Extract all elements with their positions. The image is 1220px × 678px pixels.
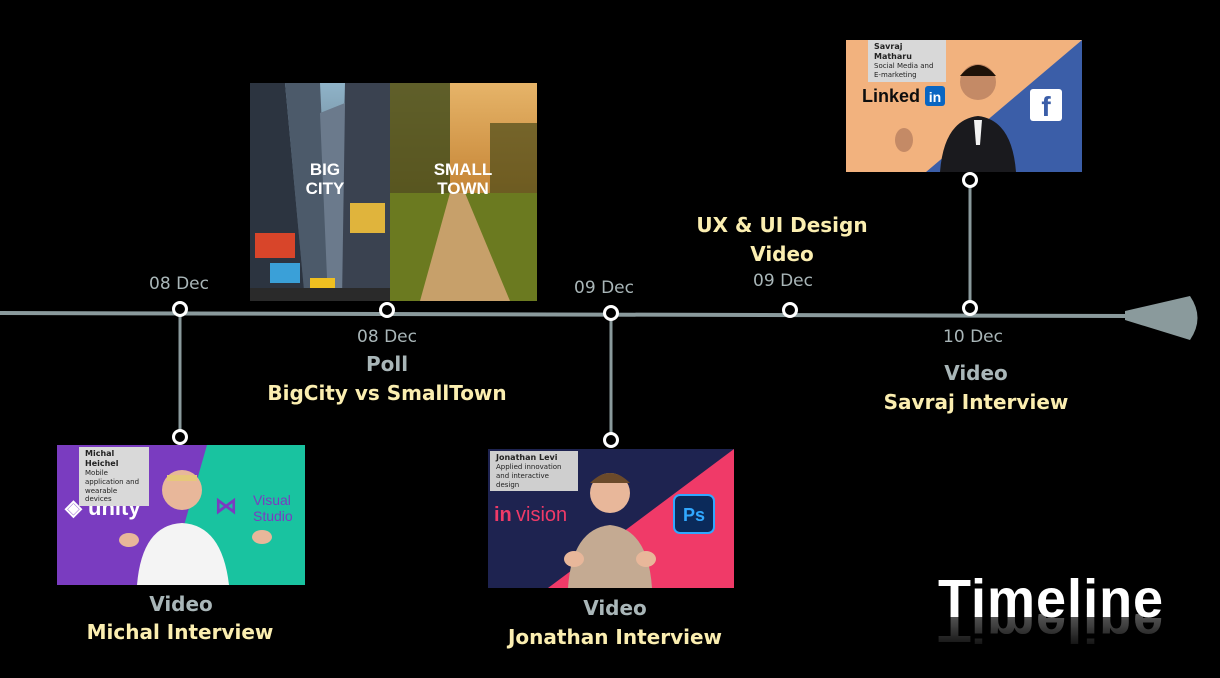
svg-text:SMALL: SMALL (434, 160, 493, 179)
michal-thumbnail[interactable]: ◈ unity ⋈ Visual Studio Michal Heichel M… (57, 445, 305, 585)
date-poll: 08 Dec (357, 327, 417, 347)
node-jonathan-card[interactable] (603, 432, 619, 448)
svg-text:BIG: BIG (310, 160, 340, 179)
node-uxui[interactable] (782, 302, 798, 318)
savraj-badge-sub: Social Media and E-marketing (874, 62, 934, 79)
jonathan-badge-sub: Applied innovation and interactive desig… (496, 463, 562, 489)
svg-text:f: f (1041, 91, 1051, 122)
node-poll[interactable] (379, 302, 395, 318)
poll-thumbnail[interactable]: BIG CITY SMALL TOWN (250, 83, 537, 301)
slide-title: Timeline (938, 569, 1165, 629)
name-michal: Michal Interview (86, 620, 274, 644)
savraj-badge-name: Savraj Matharu (874, 42, 912, 61)
svg-text:in: in (929, 89, 941, 105)
svg-text:Studio: Studio (253, 508, 293, 524)
name-poll: BigCity vs SmallTown (267, 381, 507, 405)
svg-text:Linked: Linked (862, 86, 920, 106)
jonathan-thumbnail[interactable]: in vision Ps Jonathan Levi Applied innov… (488, 449, 734, 588)
date-michal: 08 Dec (149, 274, 209, 294)
svg-text:vision: vision (516, 504, 567, 526)
node-michal-axis[interactable] (172, 301, 188, 317)
michal-image: ◈ unity ⋈ Visual Studio (57, 445, 305, 585)
name-jonathan: Jonathan Interview (507, 625, 723, 649)
kind-poll: Poll (365, 352, 409, 376)
kind-uxui: Video (750, 242, 814, 266)
date-savraj: 10 Dec (943, 327, 1003, 347)
date-jonathan: 09 Dec (574, 278, 634, 298)
city-town-image: BIG CITY SMALL TOWN (250, 83, 537, 301)
svg-text:Ps: Ps (683, 505, 705, 525)
node-savraj-axis[interactable] (962, 300, 978, 316)
node-jonathan-axis[interactable] (603, 305, 619, 321)
node-michal-card[interactable] (172, 429, 188, 445)
jonathan-badge-name: Jonathan Levi (496, 453, 558, 462)
svg-text:Visual: Visual (253, 492, 291, 508)
kind-savraj: Video (944, 361, 1008, 385)
name-savraj: Savraj Interview (883, 390, 1069, 414)
michal-badge-sub: Mobile application and wearable devices (85, 469, 140, 504)
kind-michal: Video (149, 592, 213, 616)
node-savraj-card[interactable] (962, 172, 978, 188)
kind-jonathan: Video (583, 596, 647, 620)
svg-text:in: in (494, 504, 512, 526)
savraj-thumbnail[interactable]: Linked in f Savraj Matharu Social Media … (846, 40, 1082, 172)
michal-badge-name: Michal Heichel (85, 449, 119, 468)
slide-title-reflection: Timeline (938, 614, 1165, 653)
date-uxui: 09 Dec (753, 271, 813, 291)
name-uxui: UX & UI Design (696, 213, 868, 237)
svg-text:TOWN: TOWN (437, 179, 489, 198)
arrow-end-icon (1125, 296, 1198, 340)
svg-text:⋈: ⋈ (215, 493, 237, 518)
svg-text:CITY: CITY (306, 179, 345, 198)
